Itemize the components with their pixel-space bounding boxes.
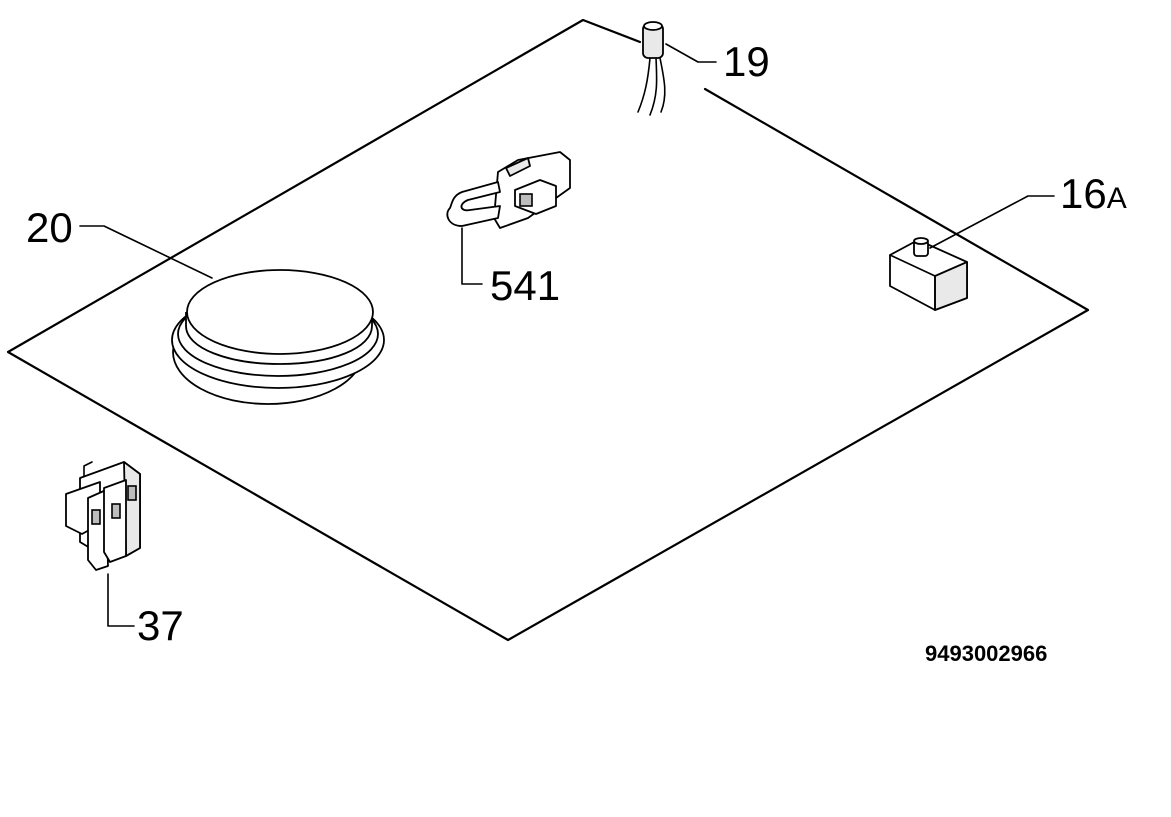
leader-37 bbox=[107, 573, 135, 627]
leader-16a bbox=[929, 195, 1055, 249]
label-541: 541 bbox=[490, 262, 560, 309]
leader-20 bbox=[79, 225, 213, 279]
leader-19 bbox=[665, 43, 717, 63]
round-cap-part-20 bbox=[171, 269, 385, 405]
label-16a: 16A bbox=[1060, 170, 1127, 217]
label-37: 37 bbox=[137, 602, 184, 649]
leader-541 bbox=[461, 227, 483, 285]
label-20: 20 bbox=[26, 204, 73, 251]
base-plate bbox=[6, 18, 1090, 642]
switch-part-16a bbox=[889, 237, 968, 311]
terminal-holder-part-37 bbox=[65, 461, 141, 571]
document-number: 9493002966 bbox=[925, 641, 1047, 666]
label-19: 19 bbox=[723, 38, 770, 85]
clip-part-541 bbox=[446, 151, 571, 229]
sensor-part-19 bbox=[637, 21, 666, 116]
